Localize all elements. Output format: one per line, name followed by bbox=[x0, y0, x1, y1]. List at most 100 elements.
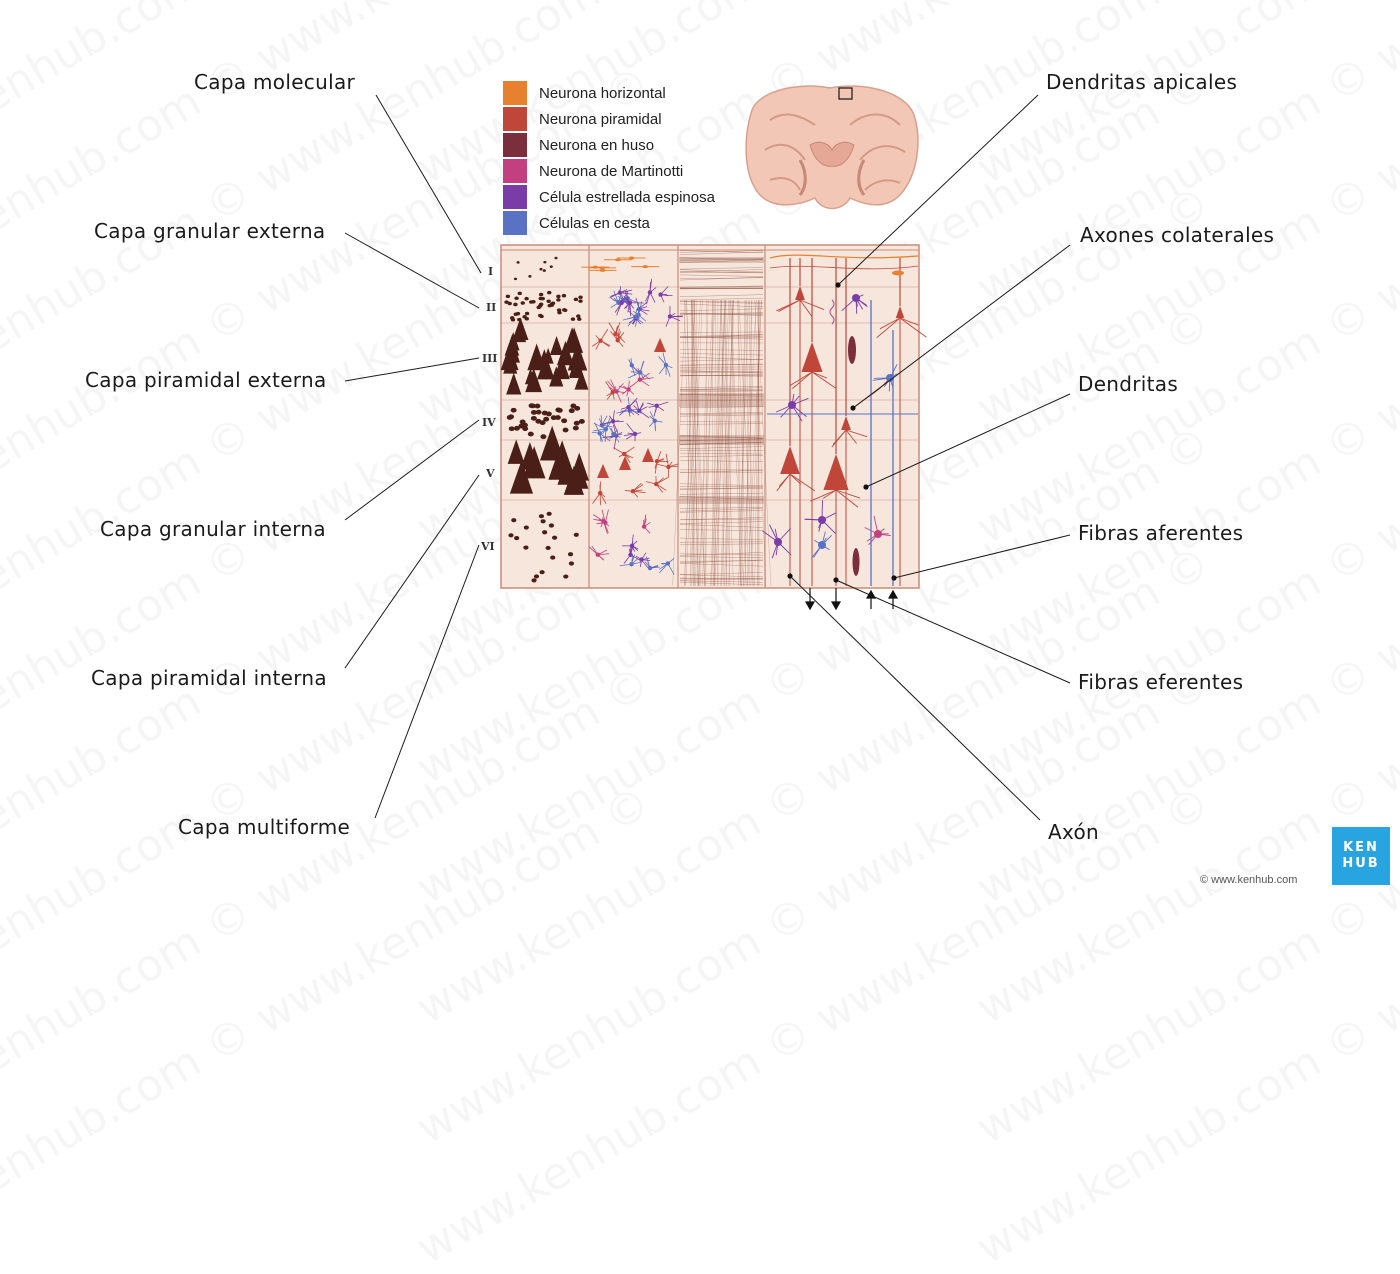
legend-item: Neurona de Martinotti bbox=[503, 158, 715, 184]
label-axon: Axón bbox=[1048, 820, 1099, 844]
soma-dot bbox=[539, 570, 544, 574]
soma-dot bbox=[542, 530, 547, 534]
label-fibras-aferentes: Fibras aferentes bbox=[1078, 521, 1243, 545]
soma-dot bbox=[525, 312, 529, 316]
soma-dot bbox=[570, 404, 576, 409]
soma-dot bbox=[531, 410, 537, 415]
soma-dot bbox=[540, 434, 546, 439]
label-capa-molecular: Capa molecular bbox=[194, 70, 355, 94]
legend-item: Célula estrellada espinosa bbox=[503, 184, 715, 210]
label-capa-granular-externa: Capa granular externa bbox=[94, 219, 326, 243]
soma-dot bbox=[524, 297, 528, 301]
legend-item: Células en cesta bbox=[503, 210, 715, 236]
soma-dot bbox=[551, 415, 557, 420]
legend-label: Célula estrellada espinosa bbox=[539, 189, 715, 206]
soma-dot bbox=[539, 514, 544, 518]
soma-dot bbox=[546, 412, 552, 417]
label-capa-granular-interna: Capa granular interna bbox=[100, 517, 326, 541]
fiber-band bbox=[679, 257, 764, 263]
soma-dot bbox=[539, 303, 543, 307]
soma-dot bbox=[571, 317, 575, 321]
soma-dot bbox=[543, 261, 546, 264]
cell-body bbox=[774, 538, 782, 546]
cell-body bbox=[616, 338, 620, 342]
soma-dot bbox=[540, 420, 546, 425]
legend-swatch bbox=[503, 211, 527, 235]
cell-body bbox=[818, 516, 826, 524]
legend-label: Neurona horizontal bbox=[539, 85, 666, 102]
logo-line-1: KEN bbox=[1343, 840, 1379, 856]
soma-dot bbox=[531, 578, 536, 582]
legend-item: Neurona en huso bbox=[503, 132, 715, 158]
fiber-arrows bbox=[806, 588, 897, 609]
layer-numeral-5: V bbox=[486, 467, 495, 480]
soma-dot bbox=[546, 299, 550, 303]
cell-body bbox=[603, 520, 607, 524]
soma-dot bbox=[518, 292, 522, 296]
legend-label: Neurona piramidal bbox=[539, 111, 662, 128]
soma-dot bbox=[573, 426, 579, 431]
legend-swatch bbox=[503, 133, 527, 157]
soma-dot bbox=[539, 268, 542, 271]
soma-dot bbox=[508, 533, 513, 537]
cell-body bbox=[642, 524, 646, 528]
soma-dot bbox=[574, 298, 578, 302]
soma-dot bbox=[514, 312, 518, 316]
cell-body bbox=[639, 557, 643, 561]
label-fibras-eferentes: Fibras eferentes bbox=[1078, 670, 1243, 694]
kenhub-logo[interactable]: KEN HUB bbox=[1332, 827, 1390, 885]
label-capa-piramidal-externa: Capa piramidal externa bbox=[85, 368, 327, 392]
horizontal-soma bbox=[629, 257, 635, 260]
label-dendritas-apicales: Dendritas apicales bbox=[1046, 70, 1237, 94]
cell-body bbox=[874, 530, 882, 538]
soma-dot bbox=[511, 318, 515, 322]
fiber-band bbox=[679, 496, 764, 504]
cell-body bbox=[622, 452, 626, 456]
soma-dot bbox=[568, 552, 573, 556]
soma-dot bbox=[521, 301, 525, 305]
fiber-band bbox=[679, 435, 764, 445]
horizontal-soma bbox=[892, 271, 904, 276]
soma-dot bbox=[514, 297, 518, 301]
soma-dot bbox=[557, 311, 561, 315]
label-axones-colaterales: Axones colaterales bbox=[1080, 223, 1274, 247]
legend-label: Células en cesta bbox=[539, 215, 650, 232]
cell-body bbox=[611, 432, 615, 436]
horizontal-soma bbox=[592, 266, 598, 269]
soma-dot bbox=[562, 294, 566, 298]
legend-item: Neurona horizontal bbox=[503, 80, 715, 106]
label-dendritas: Dendritas bbox=[1078, 372, 1178, 396]
cell-body bbox=[664, 363, 668, 367]
soma-dot bbox=[557, 408, 563, 413]
soma-dot bbox=[550, 556, 555, 560]
legend-label: Neurona de Martinotti bbox=[539, 163, 683, 180]
soma-dot bbox=[569, 408, 575, 413]
cell-body bbox=[614, 389, 618, 393]
soma-dot bbox=[539, 293, 543, 297]
legend-item: Neurona piramidal bbox=[503, 106, 715, 132]
cell-body bbox=[658, 292, 662, 296]
cell-body bbox=[648, 290, 652, 294]
soma-dot bbox=[528, 275, 531, 278]
cell-body bbox=[611, 419, 615, 423]
soma-dot bbox=[514, 278, 517, 281]
soma-dot bbox=[561, 418, 567, 423]
cell-body bbox=[597, 431, 601, 435]
layer-numeral-6: VI bbox=[481, 540, 495, 553]
soma-dot bbox=[522, 423, 528, 428]
legend-label: Neurona en huso bbox=[539, 137, 654, 154]
soma-dot bbox=[540, 519, 545, 523]
soma-dot bbox=[509, 426, 515, 431]
soma-dot bbox=[529, 300, 533, 304]
soma-dot bbox=[504, 300, 508, 304]
soma-dot bbox=[539, 315, 543, 319]
label-capa-piramidal-interna: Capa piramidal interna bbox=[91, 666, 327, 690]
cell-body bbox=[627, 300, 631, 304]
soma-dot bbox=[578, 299, 582, 303]
fiber-band bbox=[679, 393, 764, 407]
spindle-neuron bbox=[853, 548, 860, 576]
cell-body bbox=[611, 390, 615, 394]
label-capa-multiforme: Capa multiforme bbox=[178, 815, 350, 839]
spindle-neuron bbox=[848, 336, 856, 364]
horizontal-soma bbox=[599, 269, 605, 272]
